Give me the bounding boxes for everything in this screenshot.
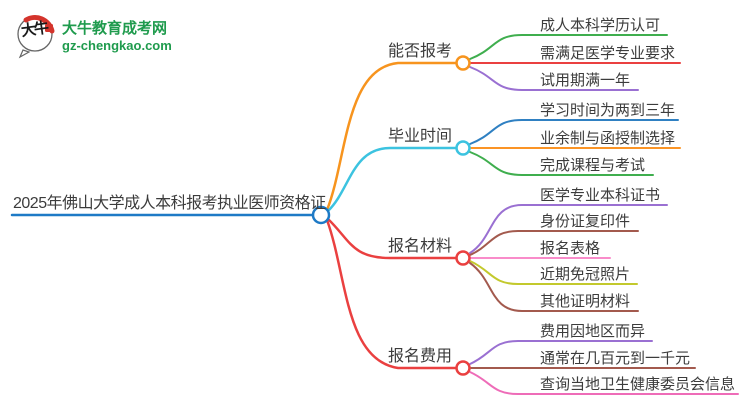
logo-mark-text: 大牛: [19, 18, 49, 41]
item-curve: [469, 340, 653, 365]
branch-item: 成人本科学历认可: [540, 17, 661, 34]
branch-item: 试用期满一年: [540, 72, 631, 89]
logo-text-block: 大牛教育成考网 gz-chengkao.com: [62, 19, 172, 53]
item-curve: [469, 371, 739, 395]
branch-item: 医学专业本科证书: [540, 187, 661, 204]
site-domain: gz-chengkao.com: [62, 38, 172, 53]
branch-node-circle: [455, 360, 471, 376]
item-curve: [469, 34, 668, 60]
branch-label-eligibility: 能否报考: [388, 43, 453, 60]
branch-item: 完成课程与考试: [540, 157, 646, 174]
item-curve: [469, 230, 639, 256]
central-topic: 2025年佛山大学成人本科报考执业医师资格证: [13, 195, 326, 212]
branch-item: 费用因地区而异: [540, 323, 646, 340]
branch-item: 其他证明材料: [540, 293, 631, 310]
branch-label-graduation-time: 毕业时间: [388, 128, 453, 145]
branch-item: 查询当地卫生健康委员会信息: [540, 376, 736, 393]
branch-node-circle: [455, 140, 471, 156]
branch-label-application-materials: 报名材料: [388, 238, 453, 255]
item-curve: [469, 262, 639, 312]
site-name: 大牛教育成考网: [62, 20, 168, 37]
central-node-circle: [311, 205, 331, 225]
branch-item: 通常在几百元到一千元: [540, 350, 691, 367]
site-logo[interactable]: 大牛 大牛教育成考网 gz-chengkao.com: [14, 12, 172, 60]
branch-node-circle: [455, 55, 471, 71]
branch-curve-application-fees: [325, 218, 457, 370]
branch-label-application-fees: 报名费用: [388, 348, 453, 365]
branch-curve-eligibility: [325, 61, 457, 212]
branch-item: 近期免冠照片: [540, 266, 631, 283]
branch-curve-application-materials: [326, 217, 458, 260]
branch-item: 需满足医学专业要求: [540, 45, 676, 62]
branch-item: 业余制与函授制选择: [540, 130, 676, 147]
item-curve: [469, 119, 679, 145]
branch-curve-graduation-time: [326, 146, 457, 213]
logo-mark-icon: 大牛: [14, 12, 58, 60]
item-curve: [469, 151, 654, 176]
item-curve: [469, 66, 639, 91]
item-curve: [469, 260, 638, 285]
branch-item: 报名表格: [540, 240, 601, 257]
item-curve: [469, 204, 668, 254]
branch-item: 身份证复印件: [540, 213, 631, 230]
branch-item: 学习时间为两到三年: [540, 102, 676, 119]
branch-node-circle: [455, 250, 471, 266]
